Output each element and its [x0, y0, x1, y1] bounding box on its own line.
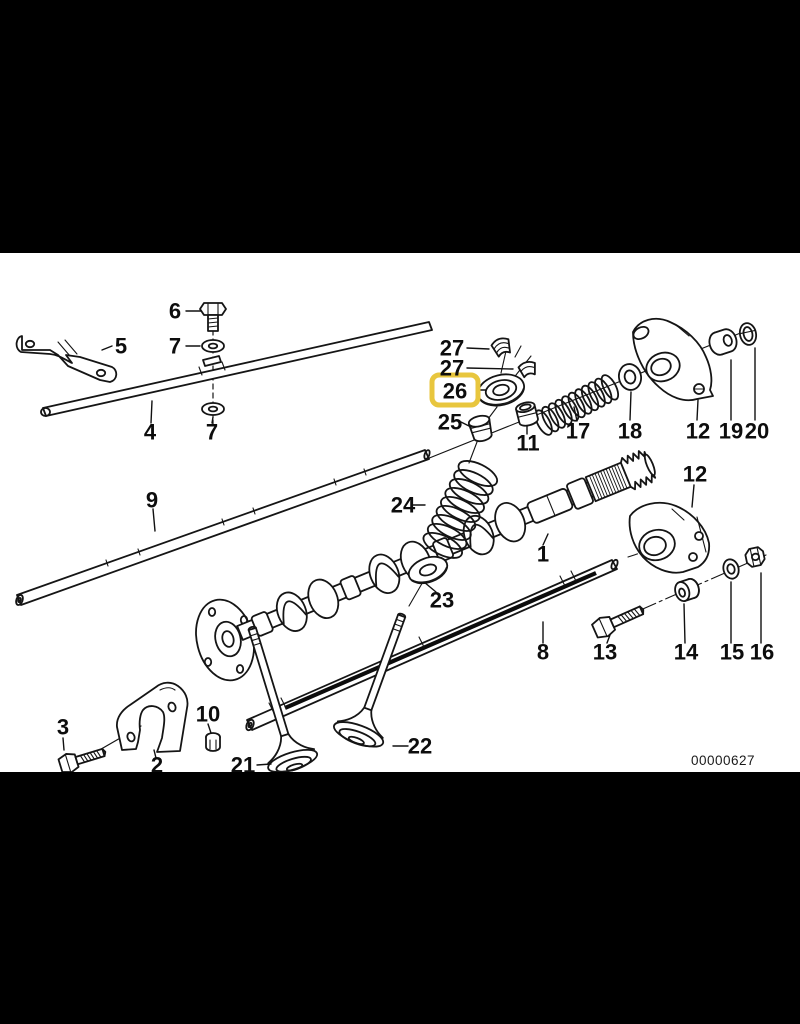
callout-8: 8	[537, 640, 549, 665]
callout-11: 11	[516, 431, 539, 456]
part-bolt-6	[199, 302, 227, 332]
letterbox-top	[0, 0, 800, 253]
part-spring-seat-23	[407, 555, 449, 585]
part-bushing-14	[674, 578, 700, 602]
callout-7-lower: 7	[206, 420, 218, 445]
callout-7-upper: 7	[169, 334, 181, 359]
diagram-number: 00000627	[691, 753, 755, 768]
leader-lines	[62, 310, 762, 766]
part-plug-10	[205, 732, 221, 752]
callout-16: 16	[750, 640, 774, 665]
part-washer-7-upper	[201, 339, 225, 353]
part-bolt-13	[591, 605, 645, 639]
letterbox-bottom	[0, 772, 800, 1024]
callout-14: 14	[674, 640, 699, 665]
callout-1: 1	[537, 542, 549, 567]
part-rocker-arm-12-lower	[628, 502, 711, 574]
part-valve-seal-25	[467, 414, 493, 443]
part-rod-4	[40, 321, 433, 417]
part-shaft-9	[15, 449, 431, 606]
callout-25: 25	[438, 410, 462, 435]
callout-6: 6	[169, 299, 181, 324]
callout-27-upper: 27	[440, 336, 464, 361]
part-cotter-27-lower	[517, 360, 536, 379]
part-tappet-11	[515, 401, 539, 427]
callout-2: 2	[151, 753, 163, 778]
part-washer-15	[722, 558, 740, 580]
callout-12-lower: 12	[683, 462, 707, 487]
part-rocker-arm-12-upper	[632, 318, 714, 402]
part-clip-20	[738, 322, 758, 346]
callout-23: 23	[430, 588, 454, 613]
part-spring-24	[422, 460, 499, 559]
callout-13: 13	[593, 640, 617, 665]
callout-17: 17	[566, 419, 590, 444]
part-thrust-ring-18	[618, 363, 642, 391]
callout-26: 26	[443, 379, 467, 404]
callout-labels: 6 5 7 4 7 27 27 26 25 11 17 18 12 19 20 …	[57, 299, 774, 778]
part-washer-7-lower	[201, 402, 225, 416]
callout-3: 3	[57, 715, 69, 740]
part-valve-21	[247, 625, 319, 773]
part-bracket-2	[116, 681, 189, 753]
part-camshaft-1	[195, 450, 657, 682]
callout-10: 10	[196, 702, 220, 727]
callout-19: 19	[719, 419, 743, 444]
part-bracket-5	[15, 335, 118, 383]
part-spring-17	[534, 374, 620, 436]
callout-18: 18	[618, 419, 642, 444]
callout-24: 24	[391, 493, 416, 518]
callout-4: 4	[144, 420, 157, 445]
part-spring-retainer-26	[477, 373, 525, 407]
part-bushing-19	[708, 328, 738, 356]
part-bolt-3	[57, 747, 107, 773]
callout-15: 15	[720, 640, 744, 665]
part-valve-22	[333, 612, 407, 748]
part-nut-16	[744, 546, 766, 568]
part-shaft-8	[245, 558, 619, 732]
callout-26-highlight-box	[429, 372, 481, 408]
callout-9: 9	[146, 488, 158, 513]
callout-12-upper: 12	[686, 419, 710, 444]
part-cotter-27-upper	[490, 337, 511, 358]
callout-27-lower: 27	[440, 356, 464, 381]
callout-20: 20	[745, 419, 769, 444]
callout-5: 5	[115, 334, 127, 359]
callout-22: 22	[408, 734, 432, 759]
